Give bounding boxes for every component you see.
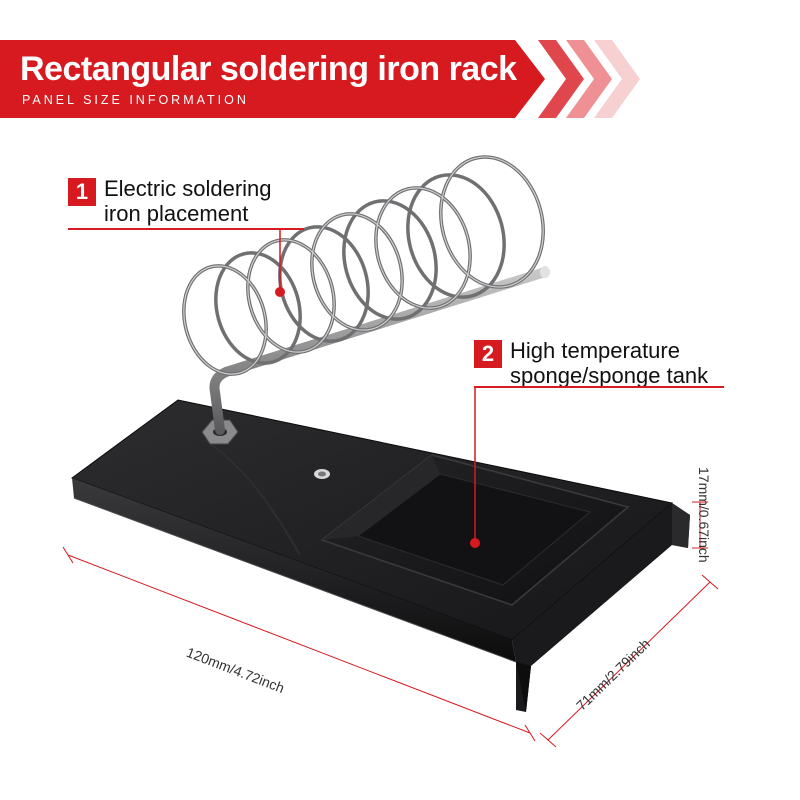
callout-number: 1 xyxy=(68,178,96,206)
callout-underline xyxy=(474,386,724,388)
callout-label: High temperature sponge/sponge tank xyxy=(510,338,709,388)
height-label: 17mm/0.67inch xyxy=(696,467,712,563)
chevron-icon xyxy=(538,40,584,118)
callout-number: 2 xyxy=(474,340,502,368)
callout-sponge-tank: 2 High temperature sponge/sponge tank xyxy=(474,338,708,388)
marker-dot xyxy=(470,538,480,548)
length-dimension-line xyxy=(62,546,536,742)
callout-label: Electric soldering iron placement xyxy=(104,176,272,226)
chevron-icon xyxy=(566,40,612,118)
chevron-icon xyxy=(594,40,640,118)
width-dimension-line xyxy=(539,574,719,748)
callout-iron-placement: 1 Electric soldering iron placement xyxy=(68,176,272,226)
height-dimension-line xyxy=(692,501,708,549)
page-subtitle: PANEL SIZE INFORMATION xyxy=(22,93,249,107)
callout-underline xyxy=(68,228,304,230)
marker-dot xyxy=(275,287,285,297)
title-banner xyxy=(0,40,545,118)
page-title: Rectangular soldering iron rack xyxy=(20,50,517,88)
